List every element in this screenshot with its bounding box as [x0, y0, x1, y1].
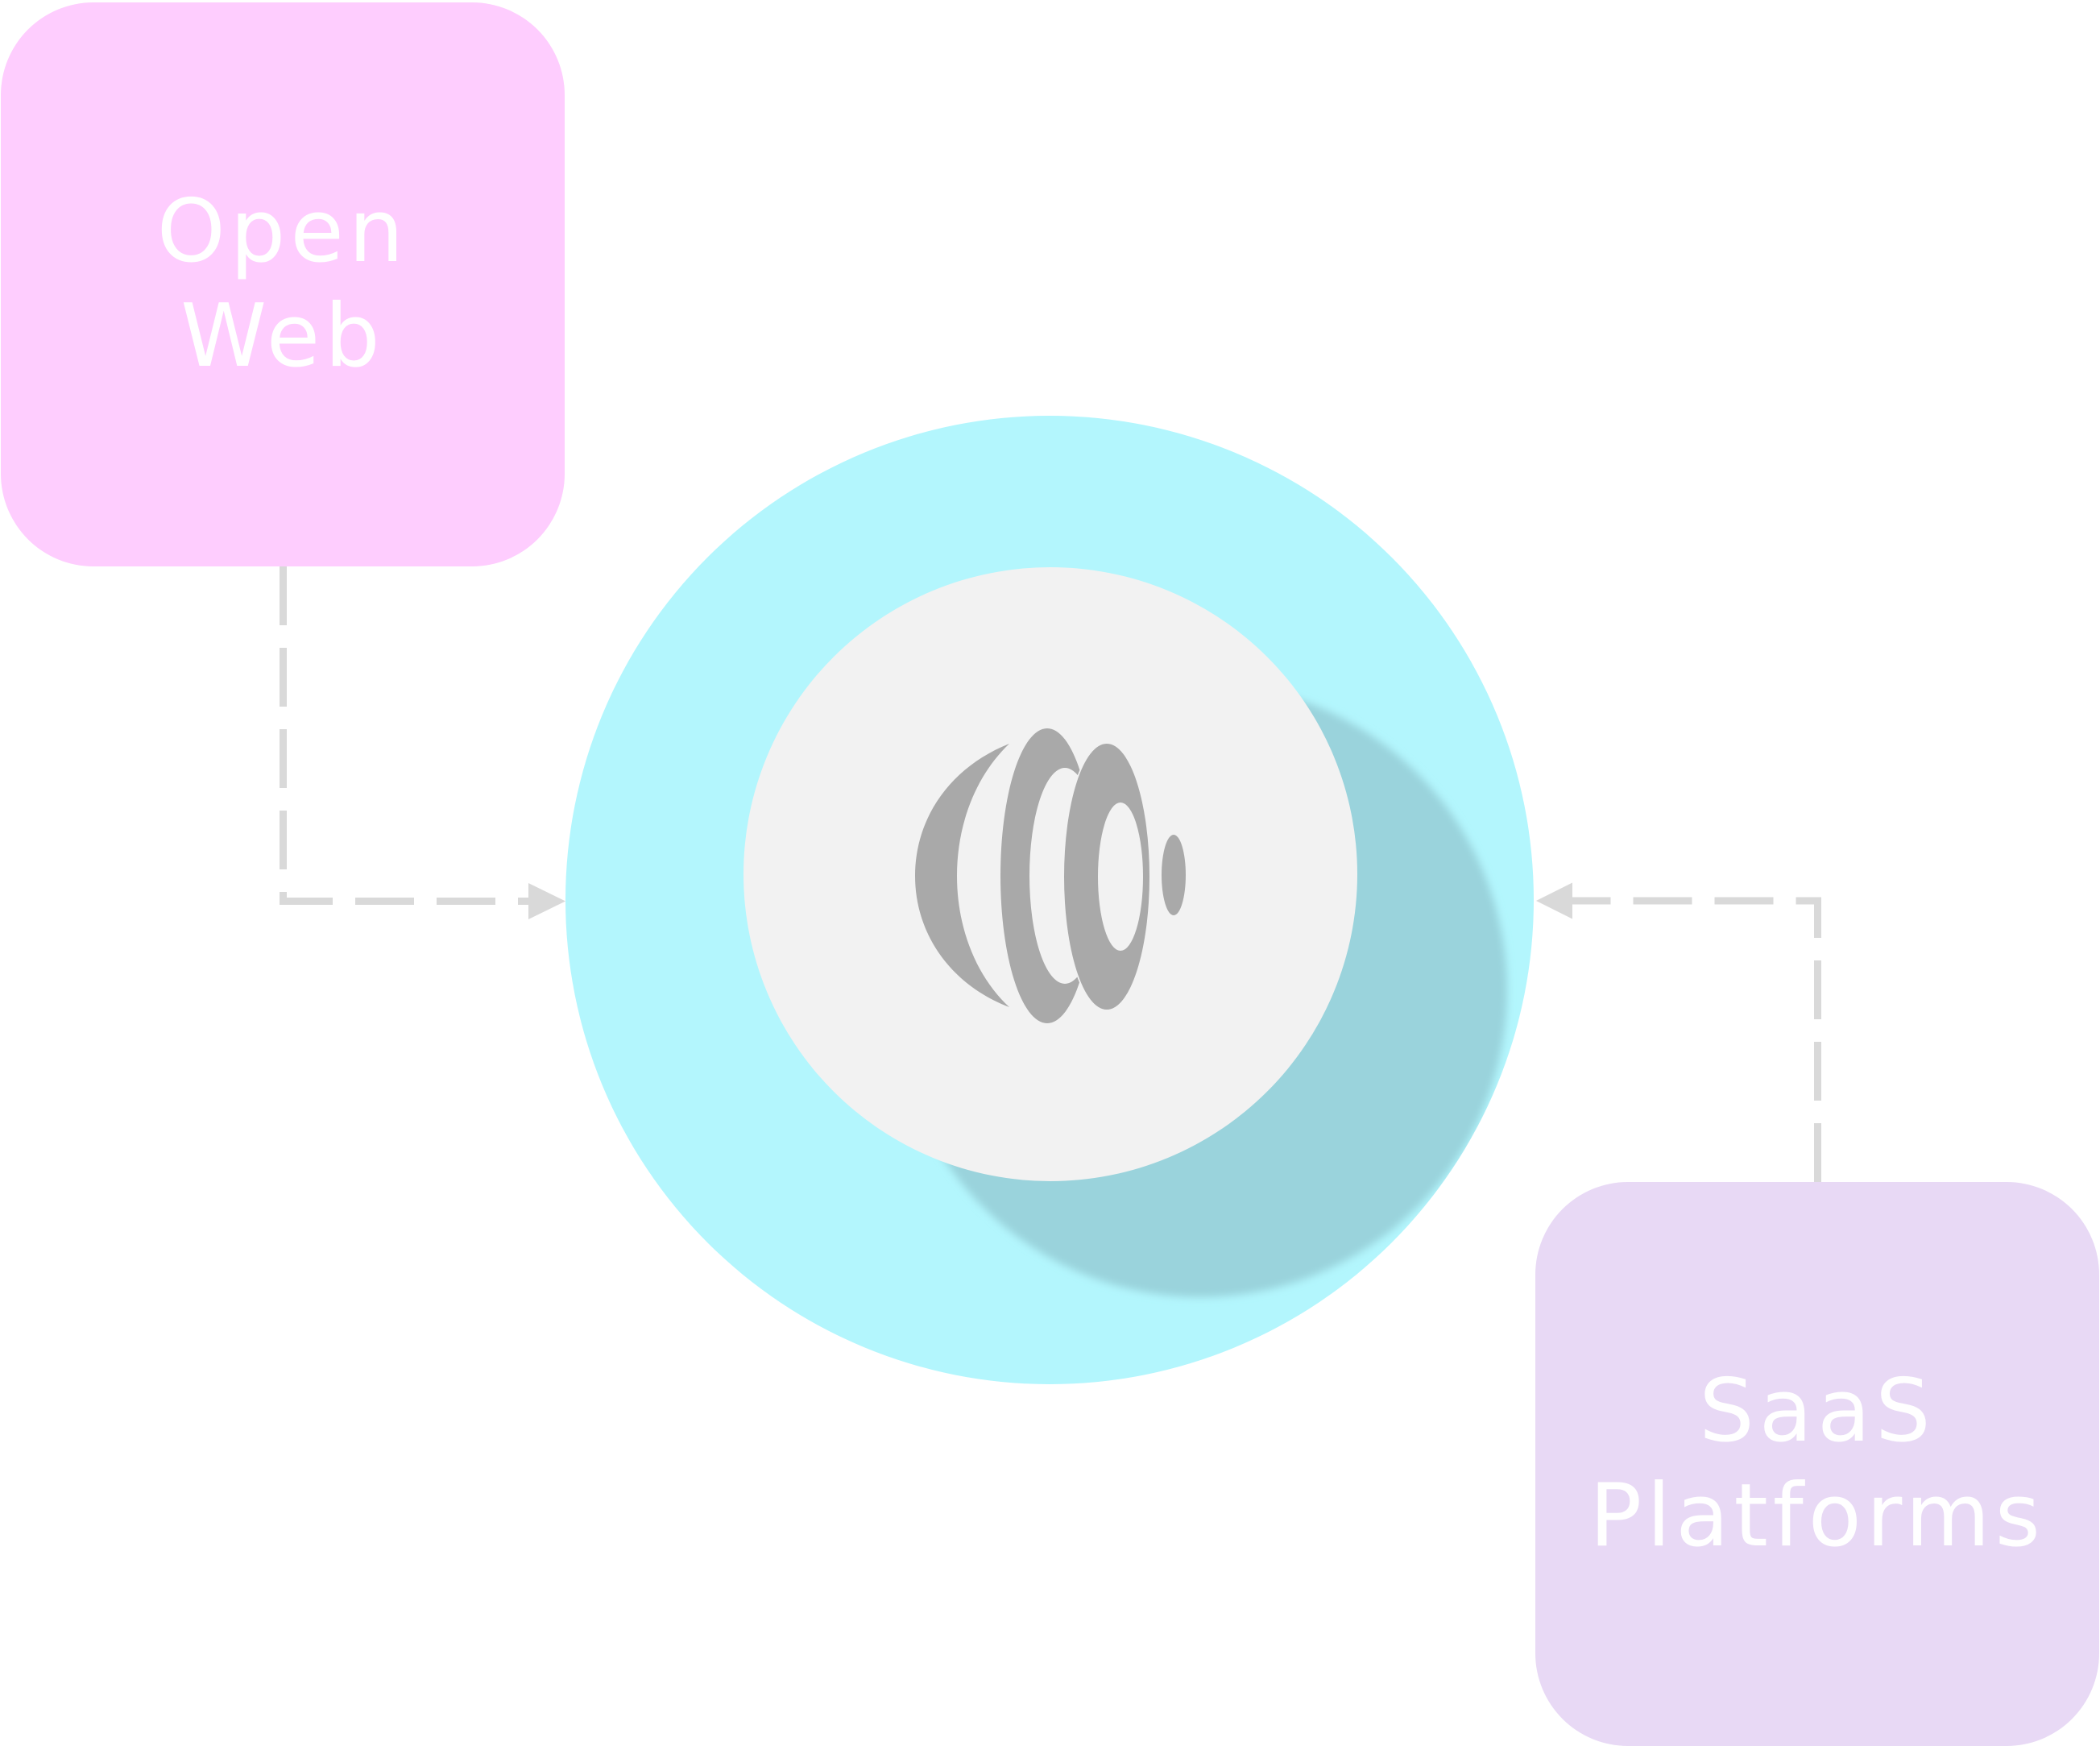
connector-line	[1571, 897, 1821, 1182]
connector-saas-to-hub	[1536, 882, 1821, 1182]
connector-open-web-to-hub	[280, 566, 565, 919]
node-label-line: Web	[180, 286, 385, 387]
logo-dot	[1162, 835, 1186, 915]
logo-crescent	[915, 744, 1009, 1007]
logo-ring-2	[1064, 744, 1149, 1010]
node-saas-platforms[interactable]: SaaS Platforms	[1535, 1182, 2099, 1746]
node-label-line: Open	[156, 181, 409, 282]
arrowhead-left-icon	[1536, 882, 1572, 919]
node-label-line: SaaS	[1699, 1361, 1936, 1462]
logo-ring-1	[1000, 728, 1100, 1023]
connector-line	[280, 566, 532, 905]
node-open-web[interactable]: Open Web	[1, 2, 565, 566]
hub-node[interactable]	[565, 416, 1534, 1384]
concentric-ellipses-logo-icon	[915, 728, 1186, 1023]
hub-inner-circle	[743, 567, 1357, 1181]
arrowhead-right-icon	[528, 883, 565, 919]
node-label-line: Platforms	[1589, 1466, 2045, 1566]
